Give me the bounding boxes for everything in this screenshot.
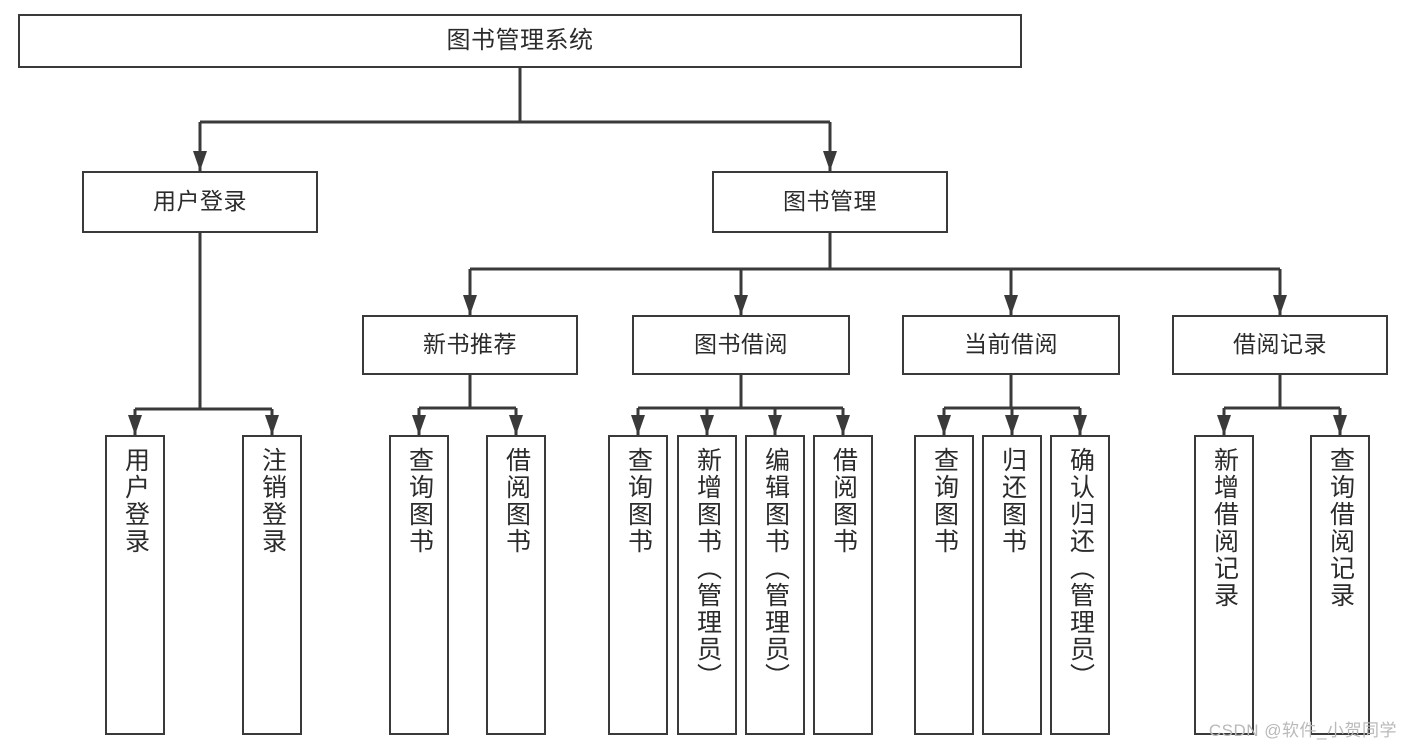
node-label: 查询借阅记录 bbox=[1326, 447, 1355, 609]
arrowhead-icon bbox=[1273, 295, 1287, 315]
arrowhead-icon bbox=[700, 415, 714, 435]
node-label: 借阅记录 bbox=[1233, 331, 1327, 358]
arrowhead-icon bbox=[463, 295, 477, 315]
watermark: CSDN @软件_小贺同学 bbox=[1208, 721, 1397, 740]
node-leaf-borrow-book-2[interactable]: 借阅图书 bbox=[813, 435, 873, 735]
arrowhead-icon bbox=[1333, 415, 1347, 435]
arrowhead-icon bbox=[937, 415, 951, 435]
node-label: 归还图书 bbox=[998, 447, 1027, 555]
node-label: 注销登录 bbox=[258, 447, 287, 555]
arrowhead-icon bbox=[509, 415, 523, 435]
arrowhead-icon bbox=[1073, 415, 1087, 435]
node-label: 图书管理 bbox=[783, 188, 877, 215]
node-leaf-user-login[interactable]: 用户登录 bbox=[105, 435, 165, 735]
arrowhead-icon bbox=[768, 415, 782, 435]
node-label: 编辑图书（管理员） bbox=[761, 447, 790, 690]
node-label: 借阅图书 bbox=[502, 447, 531, 555]
arrowhead-icon bbox=[1004, 295, 1018, 315]
node-leaf-query-book-2[interactable]: 查询图书 bbox=[608, 435, 668, 735]
arrowhead-icon bbox=[836, 415, 850, 435]
node-current-borrow[interactable]: 当前借阅 bbox=[902, 315, 1120, 375]
arrowhead-icon bbox=[128, 415, 142, 435]
arrowhead-icon bbox=[265, 415, 279, 435]
node-label: 借阅图书 bbox=[829, 447, 858, 555]
node-leaf-query-record[interactable]: 查询借阅记录 bbox=[1310, 435, 1370, 735]
node-label: 用户登录 bbox=[121, 447, 150, 555]
node-leaf-query-book-3[interactable]: 查询图书 bbox=[914, 435, 974, 735]
node-book-manage[interactable]: 图书管理 bbox=[712, 171, 948, 233]
arrowhead-icon bbox=[412, 415, 426, 435]
arrowhead-icon bbox=[734, 295, 748, 315]
node-label: 用户登录 bbox=[153, 188, 247, 215]
node-borrow-record[interactable]: 借阅记录 bbox=[1172, 315, 1388, 375]
node-label: 查询图书 bbox=[624, 447, 653, 555]
node-book-borrow[interactable]: 图书借阅 bbox=[632, 315, 850, 375]
node-label: 新增图书（管理员） bbox=[693, 447, 722, 690]
node-user-login[interactable]: 用户登录 bbox=[82, 171, 318, 233]
arrowhead-icon bbox=[193, 151, 207, 171]
node-label: 图书借阅 bbox=[694, 331, 788, 358]
node-label: 查询图书 bbox=[930, 447, 959, 555]
node-leaf-add-book[interactable]: 新增图书（管理员） bbox=[677, 435, 737, 735]
node-label: 新书推荐 bbox=[423, 331, 517, 358]
node-leaf-confirm-return[interactable]: 确认归还（管理员） bbox=[1050, 435, 1110, 735]
node-root[interactable]: 图书管理系统 bbox=[18, 14, 1022, 68]
node-label: 确认归还（管理员） bbox=[1066, 447, 1095, 690]
node-label: 图书管理系统 bbox=[446, 26, 594, 54]
arrowhead-icon bbox=[1217, 415, 1231, 435]
node-new-book-recommend[interactable]: 新书推荐 bbox=[362, 315, 578, 375]
arrowhead-icon bbox=[1005, 415, 1019, 435]
node-label: 查询图书 bbox=[405, 447, 434, 555]
node-label: 当前借阅 bbox=[964, 331, 1058, 358]
node-leaf-query-book-1[interactable]: 查询图书 bbox=[389, 435, 449, 735]
node-leaf-edit-book[interactable]: 编辑图书（管理员） bbox=[745, 435, 805, 735]
node-leaf-return-book[interactable]: 归还图书 bbox=[982, 435, 1042, 735]
node-leaf-logout[interactable]: 注销登录 bbox=[242, 435, 302, 735]
node-label: 新增借阅记录 bbox=[1210, 447, 1239, 609]
arrowhead-icon bbox=[631, 415, 645, 435]
arrowhead-icon bbox=[823, 151, 837, 171]
node-leaf-borrow-book-1[interactable]: 借阅图书 bbox=[486, 435, 546, 735]
node-leaf-add-record[interactable]: 新增借阅记录 bbox=[1194, 435, 1254, 735]
